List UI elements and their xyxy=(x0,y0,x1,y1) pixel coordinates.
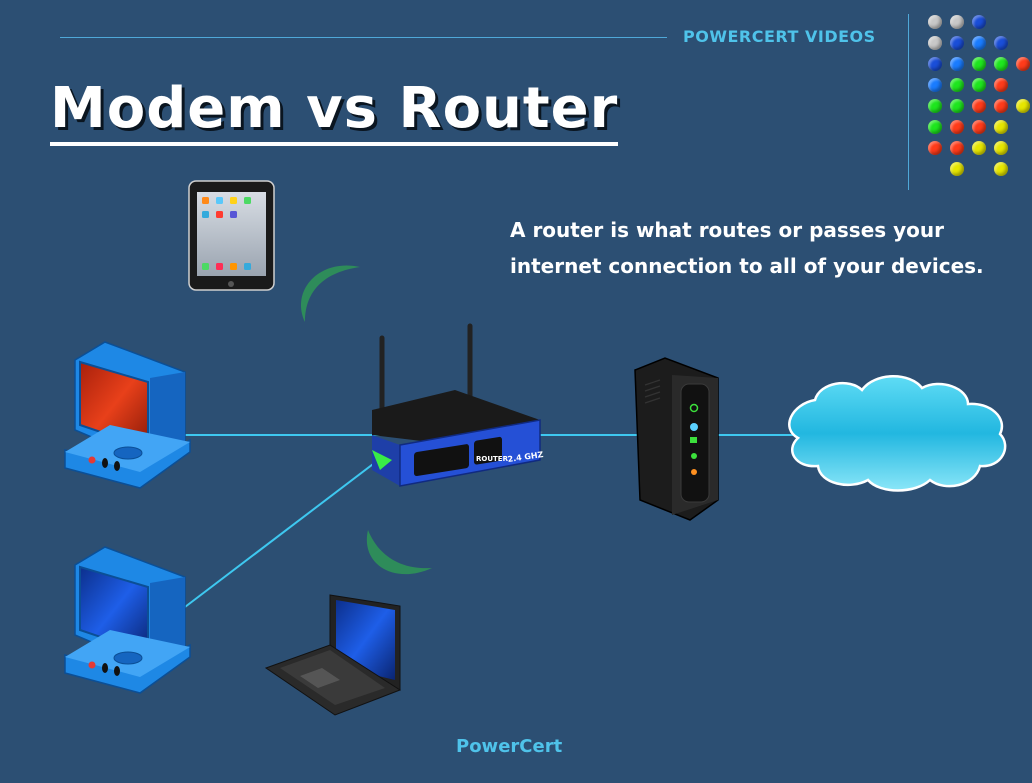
grid-dot xyxy=(994,120,1008,134)
slide-title: Modem vs Router xyxy=(50,78,619,146)
grid-dot xyxy=(972,57,986,71)
grid-dot xyxy=(928,120,942,134)
grid-dot xyxy=(950,15,964,29)
grid-dot xyxy=(928,57,942,71)
wifi-arc-icon xyxy=(366,530,432,575)
dot-divider xyxy=(908,14,909,190)
grid-dot xyxy=(950,57,964,71)
grid-dot xyxy=(972,141,986,155)
grid-dot xyxy=(994,36,1008,50)
grid-dot xyxy=(950,36,964,50)
brand-label: POWERCERT VIDEOS xyxy=(683,27,876,46)
desktop-computer-icon xyxy=(64,341,191,489)
grid-dot xyxy=(972,99,986,113)
wifi-arc-icon xyxy=(301,265,360,322)
internet-cloud-icon xyxy=(788,375,1007,492)
desktop-computer-icon xyxy=(64,546,191,694)
footer-brand: PowerCert xyxy=(456,736,563,757)
router-icon xyxy=(372,323,541,487)
grid-dot xyxy=(972,15,986,29)
router-description: A router is what routes or passes your i… xyxy=(510,218,984,278)
grid-dot xyxy=(928,141,942,155)
grid-dot xyxy=(994,141,1008,155)
tablet-icon xyxy=(188,180,275,291)
grid-dot xyxy=(994,162,1008,176)
grid-dot xyxy=(950,162,964,176)
grid-dot xyxy=(928,36,942,50)
grid-dot xyxy=(1016,57,1030,71)
grid-dot xyxy=(994,99,1008,113)
grid-dot xyxy=(950,78,964,92)
header-rule xyxy=(60,37,667,38)
grid-dot xyxy=(928,15,942,29)
decorative-dot-grid xyxy=(926,13,1032,183)
link-pc2-router xyxy=(184,454,386,608)
grid-dot xyxy=(1016,99,1030,113)
grid-dot xyxy=(928,78,942,92)
grid-dot xyxy=(972,36,986,50)
grid-dot xyxy=(994,57,1008,71)
laptop-icon xyxy=(264,594,402,716)
grid-dot xyxy=(972,78,986,92)
grid-dot xyxy=(950,120,964,134)
router-label: ROUTER xyxy=(476,455,509,463)
grid-dot xyxy=(994,78,1008,92)
grid-dot xyxy=(972,120,986,134)
modem-icon xyxy=(634,357,719,521)
grid-dot xyxy=(928,99,942,113)
grid-dot xyxy=(950,141,964,155)
connection-lines xyxy=(170,434,800,608)
grid-dot xyxy=(950,99,964,113)
